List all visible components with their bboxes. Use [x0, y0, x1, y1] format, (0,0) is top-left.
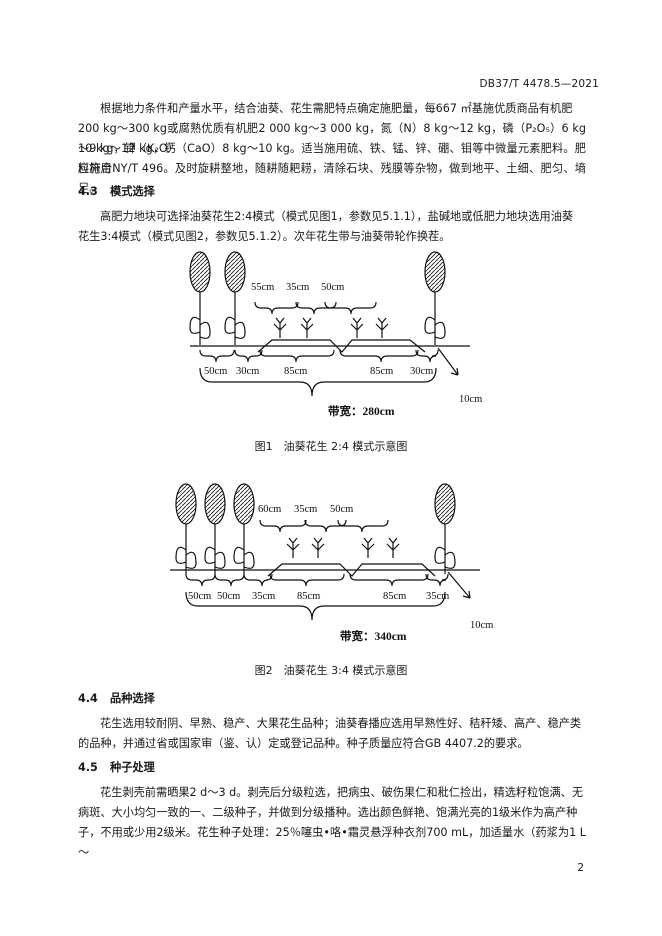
peanut-plant-icon [375, 317, 389, 338]
intro-line-4: 应符合NY/T 496。及时旋耕整地，随耕随耙耢，清除石块、残膜等杂物，做到地平… [78, 162, 586, 195]
sunflower-icon [189, 251, 211, 345]
section-4-4-line-1: 花生选用较耐阴、早熟、稳产、大果花生品种；油葵春播应选用早熟性好、秸秆矮、高产、… [100, 717, 582, 730]
top-label: 50cm [321, 282, 344, 293]
bottom-label: 85cm [370, 366, 393, 377]
section-4-3-line-1: 高肥力地块可选择油葵花生2:4模式（模式见图1，参数见5.1.1），盐碱地或低肥… [100, 210, 574, 223]
side-label: 10cm [459, 394, 482, 405]
peanut-plant-icon [300, 317, 314, 338]
intro-line-3: 10 kg～12 kg，钙（CaO）8 kg～10 kg。适当施用硫、铁、锰、锌… [78, 142, 586, 175]
top-label: 50cm [330, 504, 353, 515]
figure-2-caption: 图2 油葵花生 3:4 模式示意图 [254, 664, 408, 677]
band-width-label: 带宽：340cm [340, 629, 407, 643]
intro-line-1: 根据地力条件和产量水平，结合油葵、花生需肥特点确定施肥量，每667 ㎡基施优质商… [100, 102, 573, 115]
top-label: 35cm [294, 504, 317, 515]
bottom-label: 85cm [297, 591, 320, 602]
sunflower-icon [233, 483, 255, 574]
figure-1-diagram: 55cm 35cm 50cm 50cm 30cm 85cm 85cm 30cm … [189, 251, 482, 418]
section-4-4-line-2: 的品种，并通过省或国家审（鉴、认）定或登记品种。种子质量应符合GB 4407.2… [78, 737, 529, 750]
section-title: 模式选择 [110, 185, 155, 198]
side-label: 10cm [470, 620, 493, 631]
figure-2-diagram: 60cm 35cm 50cm 50cm 50cm 35cm 85cm 85cm … [170, 483, 493, 643]
bottom-label: 30cm [236, 366, 259, 377]
section-number: 4.4 [78, 692, 98, 705]
figure-1-caption: 图1 油葵花生 2:4 模式示意图 [254, 440, 408, 453]
bottom-label: 35cm [252, 591, 275, 602]
section-4-5-line-3: 子，不用或少用2级米。花生种子处理：25％噻虫•咯•霜灵悬浮种衣剂700 mL，… [78, 826, 586, 859]
ridge-outline [257, 339, 426, 353]
intro-line-2: 200 kg～300 kg或腐熟优质有机肥2 000 kg～3 000 kg，氮… [78, 122, 586, 155]
bottom-label: 50cm [204, 366, 227, 377]
section-number: 4.5 [78, 761, 98, 774]
sunflower-icon [204, 483, 226, 574]
peanut-plant-icon [361, 537, 375, 558]
sunflower-icon [224, 251, 246, 345]
section-4-5-line-1: 花生剥壳前需晒果2 d～3 d。剥壳后分级粒选，把病虫、破伤果仁和秕仁捡出，精选… [100, 786, 584, 799]
section-4-3-line-2: 花生3:4模式（模式见图2，参数见5.1.2）。次年花生带与油葵带轮作换茬。 [78, 230, 451, 243]
section-title: 品种选择 [110, 692, 155, 705]
peanut-plant-icon [273, 317, 287, 338]
peanut-plant-icon [286, 537, 300, 558]
top-label: 35cm [286, 282, 309, 293]
peanut-plant-icon [350, 317, 364, 338]
section-4-3-heading: 4.3 模式选择 [78, 183, 155, 199]
page-number: 2 [577, 862, 584, 874]
bottom-label: 85cm [284, 366, 307, 377]
bottom-label: 85cm [383, 591, 406, 602]
peanut-plant-icon [386, 537, 400, 558]
sunflower-icon [424, 251, 446, 345]
bottom-label: 50cm [217, 591, 240, 602]
section-number: 4.3 [78, 185, 98, 198]
section-4-5-line-2: 病斑、大小均匀一致的一、二级种子，并做到分级播种。选出颜色鲜艳、饱满光亮的1级米… [78, 806, 578, 819]
band-width-label: 带宽：280cm [328, 404, 395, 418]
section-4-4-heading: 4.4 品种选择 [78, 690, 155, 706]
top-label: 60cm [258, 504, 281, 515]
sunflower-icon [434, 483, 456, 574]
sunflower-icon [175, 483, 197, 574]
section-title: 种子处理 [110, 761, 155, 774]
top-label: 55cm [251, 282, 274, 293]
bottom-label: 35cm [426, 591, 449, 602]
bottom-label: 30cm [410, 366, 433, 377]
ridge-outline [267, 563, 436, 577]
bottom-label: 50cm [188, 591, 211, 602]
standard-code: DB37/T 4478.5—2021 [479, 78, 599, 90]
peanut-plant-icon [311, 537, 325, 558]
section-4-5-heading: 4.5 种子处理 [78, 759, 155, 775]
